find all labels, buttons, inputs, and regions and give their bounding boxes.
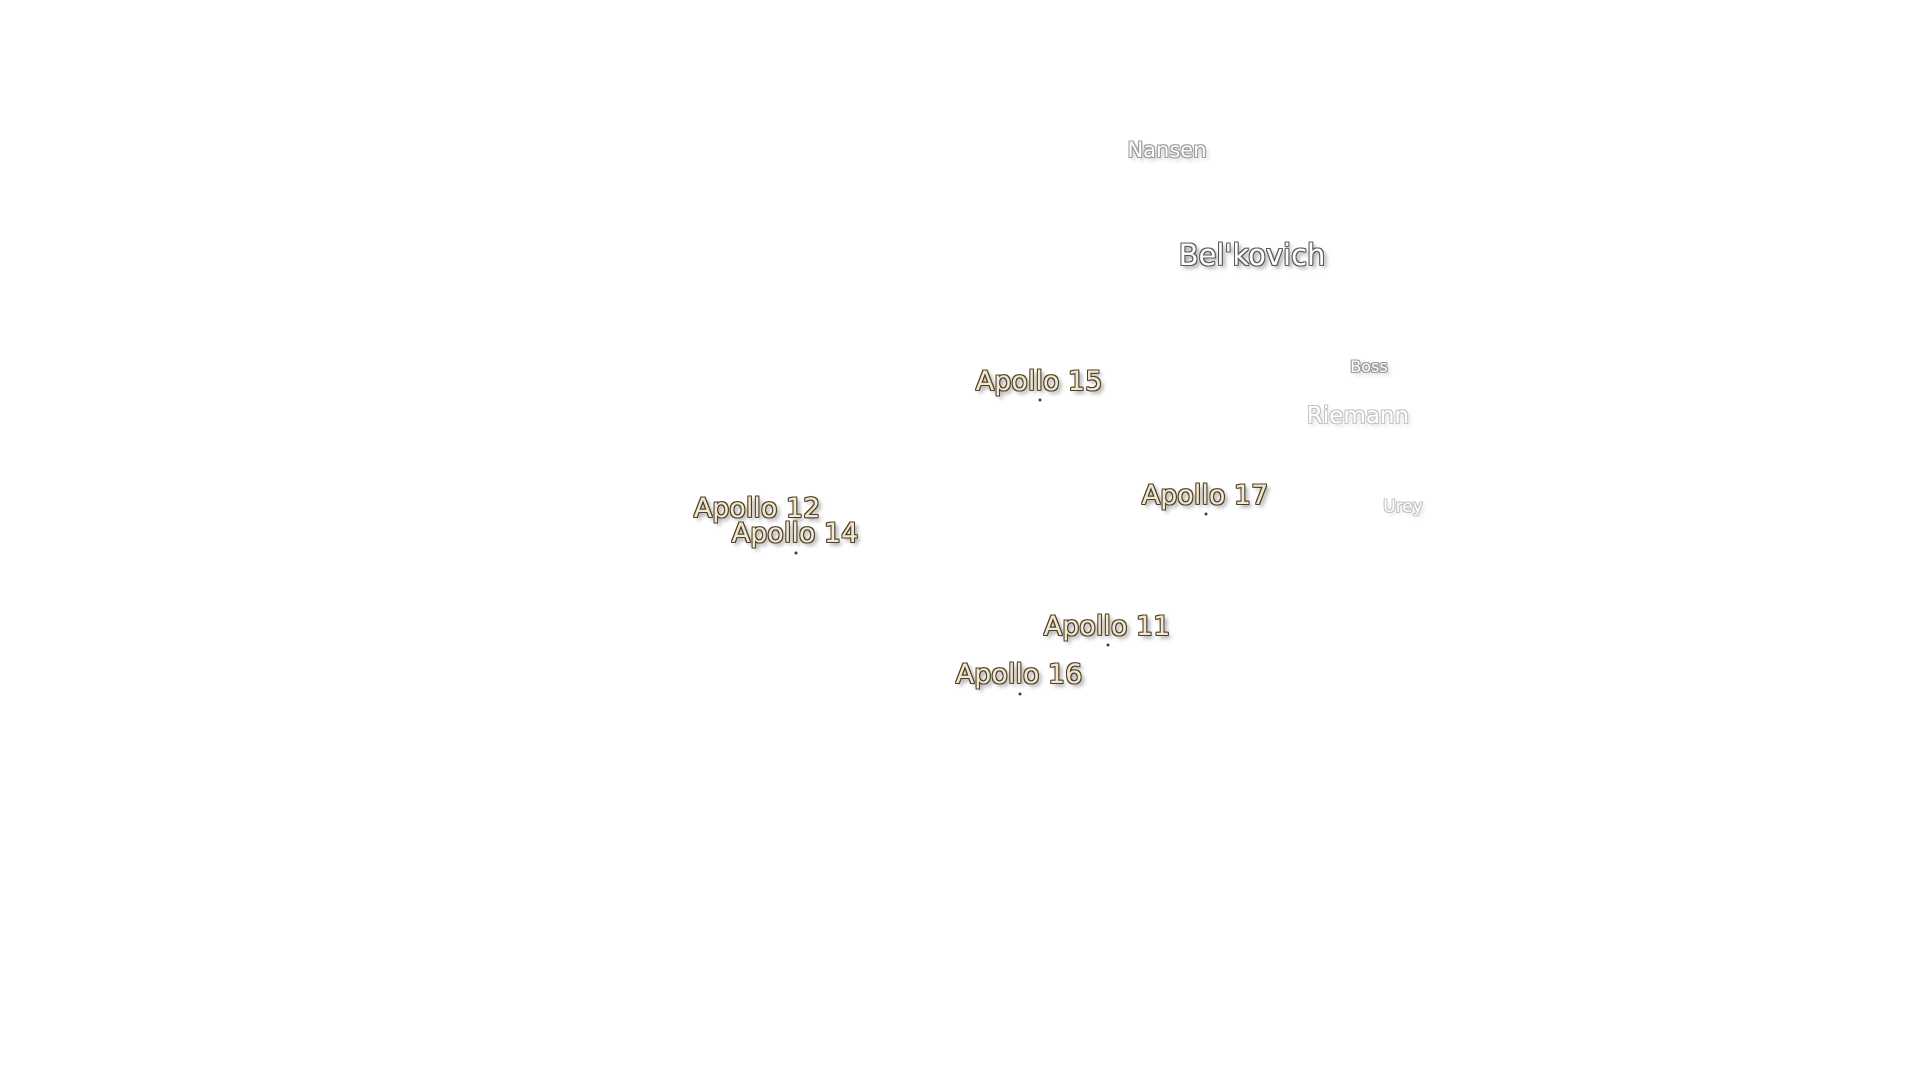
landing-site-marker-apollo-14[interactable] (794, 551, 798, 555)
landing-site-label-apollo-11[interactable]: Apollo 11 (1043, 611, 1171, 642)
landing-site-label-apollo-12[interactable]: Apollo 12 (693, 493, 821, 524)
feature-label-belkovich: Bel'kovich (1178, 238, 1326, 272)
landing-site-marker-apollo-17[interactable] (1204, 512, 1208, 516)
landing-site-label-apollo-16[interactable]: Apollo 16 (955, 659, 1083, 690)
feature-label-riemann: Riemann (1306, 403, 1410, 429)
feature-label-nansen: Nansen (1127, 138, 1207, 162)
landing-site-marker-apollo-15[interactable] (1038, 398, 1042, 402)
feature-label-urey: Urey (1383, 497, 1423, 517)
landing-site-marker-apollo-11[interactable] (1106, 643, 1110, 647)
landing-site-label-apollo-15[interactable]: Apollo 15 (975, 366, 1103, 397)
landing-site-marker-apollo-16[interactable] (1018, 692, 1022, 696)
landing-site-label-apollo-17[interactable]: Apollo 17 (1141, 480, 1269, 511)
feature-label-boss: Boss (1350, 357, 1388, 376)
landing-site-label-apollo-14[interactable]: Apollo 14 (731, 518, 859, 549)
